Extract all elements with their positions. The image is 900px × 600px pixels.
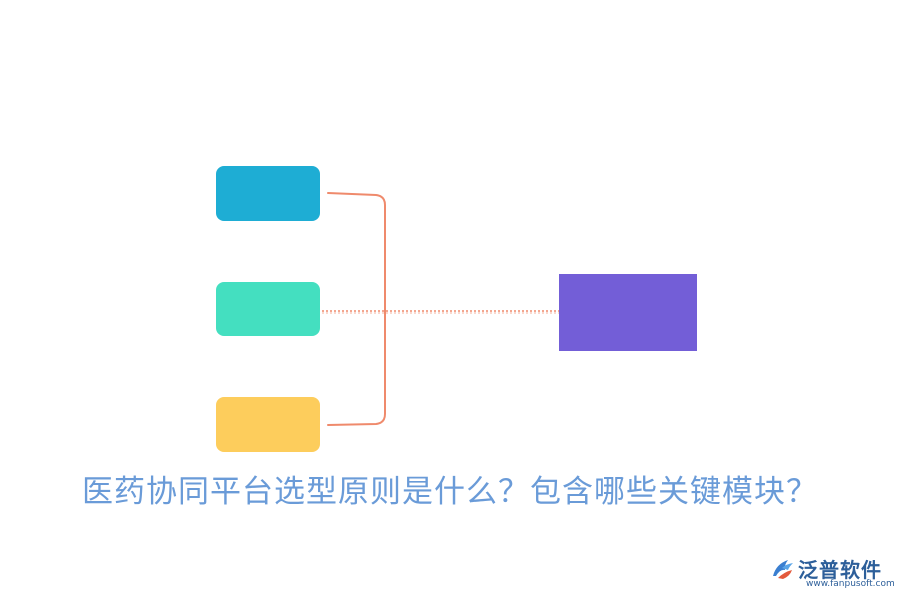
diagram-title: 医药协同平台选型原则是什么？包含哪些关键模块？ [82, 474, 818, 510]
diagram-node-blue [216, 166, 320, 221]
logo-url: www.fanpusoft.com [806, 579, 895, 589]
logo-name: 泛普软件 [798, 558, 882, 582]
diagram-node-green [216, 282, 320, 336]
diagram-node-purple [559, 274, 697, 351]
fanpu-logo: 泛普软件 www.fanpusoft.com [770, 552, 895, 594]
fanpu-logo-icon [773, 560, 793, 579]
diagram-node-yellow [216, 397, 320, 452]
bracket-connector [327, 192, 386, 426]
